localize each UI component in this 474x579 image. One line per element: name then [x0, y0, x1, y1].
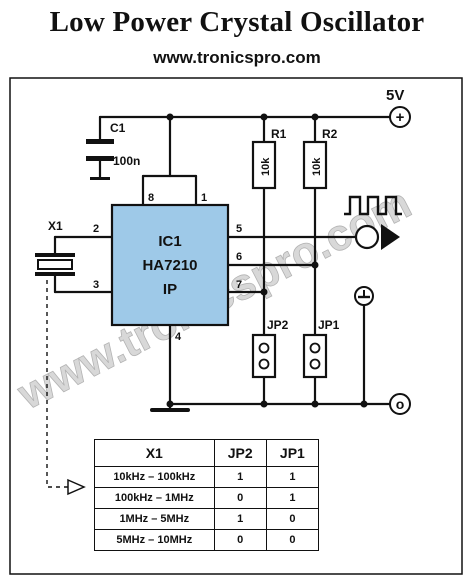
junction-dot [260, 113, 268, 121]
table-cell-range: 100kHz – 1MHz [94, 487, 215, 509]
x1-electrode-top [35, 253, 75, 257]
table-cell-jp1: 1 [265, 466, 320, 488]
pin-2-label: 2 [93, 223, 99, 235]
table-cell-range: 5MHz – 10MHz [94, 529, 215, 551]
pin-4-label: 4 [175, 331, 182, 343]
table-cell-jp2: 1 [213, 466, 267, 488]
junction-dot [166, 113, 174, 121]
r1-label: R1 [271, 127, 287, 141]
website-url: www.tronicspro.com [153, 48, 321, 67]
table-row: 1MHz – 5MHz 1 0 [94, 508, 320, 530]
page-title: Low Power Crystal Oscillator [49, 6, 425, 38]
supply-terminal-plus: + [396, 109, 405, 126]
junction-dot [360, 400, 368, 408]
table-cell-jp2: 0 [213, 487, 267, 509]
r2-label: R2 [322, 127, 338, 141]
junction-dot [166, 400, 174, 408]
table-header-x1: X1 [94, 439, 215, 467]
ic1-body [110, 203, 230, 327]
table-cell-jp1: 1 [265, 487, 320, 509]
c1-plate-top [86, 139, 114, 144]
pin-8-label: 8 [148, 192, 154, 204]
r1-resistor-body [251, 140, 277, 190]
frequency-jumper-table: X1 JP2 JP1 10kHz – 100kHz 1 1 100kHz – 1… [94, 439, 320, 551]
jp2-label: JP2 [267, 318, 289, 332]
table-header-row: X1 JP2 JP1 [94, 439, 320, 467]
table-row: 5MHz – 10MHz 0 0 [94, 529, 320, 551]
junction-dot [311, 113, 319, 121]
table-row: 100kHz – 1MHz 0 1 [94, 487, 320, 509]
output-arrow-icon [381, 224, 400, 250]
square-wave-icon [344, 195, 402, 216]
ground-terminal [389, 393, 411, 415]
supply-voltage-label: 5V [386, 87, 404, 104]
jp1-jumper-body [302, 333, 328, 379]
table-header-jp1: JP1 [265, 439, 320, 467]
junction-dot [311, 400, 319, 408]
table-row: 10kHz – 100kHz 1 1 [94, 466, 320, 488]
c1-plate-bottom [86, 156, 114, 161]
junction-dot [311, 261, 319, 269]
jp2-jumper-body [251, 333, 277, 379]
table-cell-range: 1MHz – 5MHz [94, 508, 215, 530]
r1-value: 10k [260, 157, 272, 176]
x1-label: X1 [48, 219, 63, 233]
table-cell-jp2: 0 [213, 529, 267, 551]
x1-crystal-body [37, 259, 73, 270]
supply-terminal [389, 106, 411, 128]
pin-3-label: 3 [93, 279, 99, 291]
jp1-pin-bottom [309, 358, 321, 370]
pin-7-label: 7 [236, 279, 242, 291]
pin-5-label: 5 [236, 223, 242, 235]
ic1-package: IP [163, 281, 177, 298]
table-header-jp2: JP2 [213, 439, 267, 467]
junction-dot [260, 288, 268, 296]
circuit-frame [9, 77, 463, 575]
pin-6-label: 6 [236, 251, 242, 263]
ic1-part-number: HA7210 [142, 257, 197, 274]
jp1-label: JP1 [318, 318, 340, 332]
junction-dots [166, 113, 368, 408]
pin-1-label: 1 [201, 192, 207, 204]
junction-dot [260, 400, 268, 408]
r2-resistor-body [302, 140, 328, 190]
output-terminal [354, 224, 380, 250]
r2-value: 10k [311, 157, 323, 176]
ic1-name: IC1 [158, 233, 181, 250]
c1-label: C1 [110, 121, 126, 135]
table-cell-jp1: 0 [265, 508, 320, 530]
c1-ground-bar [90, 177, 110, 180]
jp2-pin-bottom [258, 358, 270, 370]
c1-value: 100n [113, 154, 140, 168]
pointer-arrow-icon [67, 478, 86, 496]
ground-terminal-mark: o [396, 396, 405, 412]
table-cell-jp1: 0 [265, 529, 320, 551]
x1-electrode-bottom [35, 272, 75, 276]
table-cell-range: 10kHz – 100kHz [94, 466, 215, 488]
table-cell-jp2: 1 [213, 508, 267, 530]
jp2-pin-top [258, 342, 270, 354]
jp1-pin-top [309, 342, 321, 354]
